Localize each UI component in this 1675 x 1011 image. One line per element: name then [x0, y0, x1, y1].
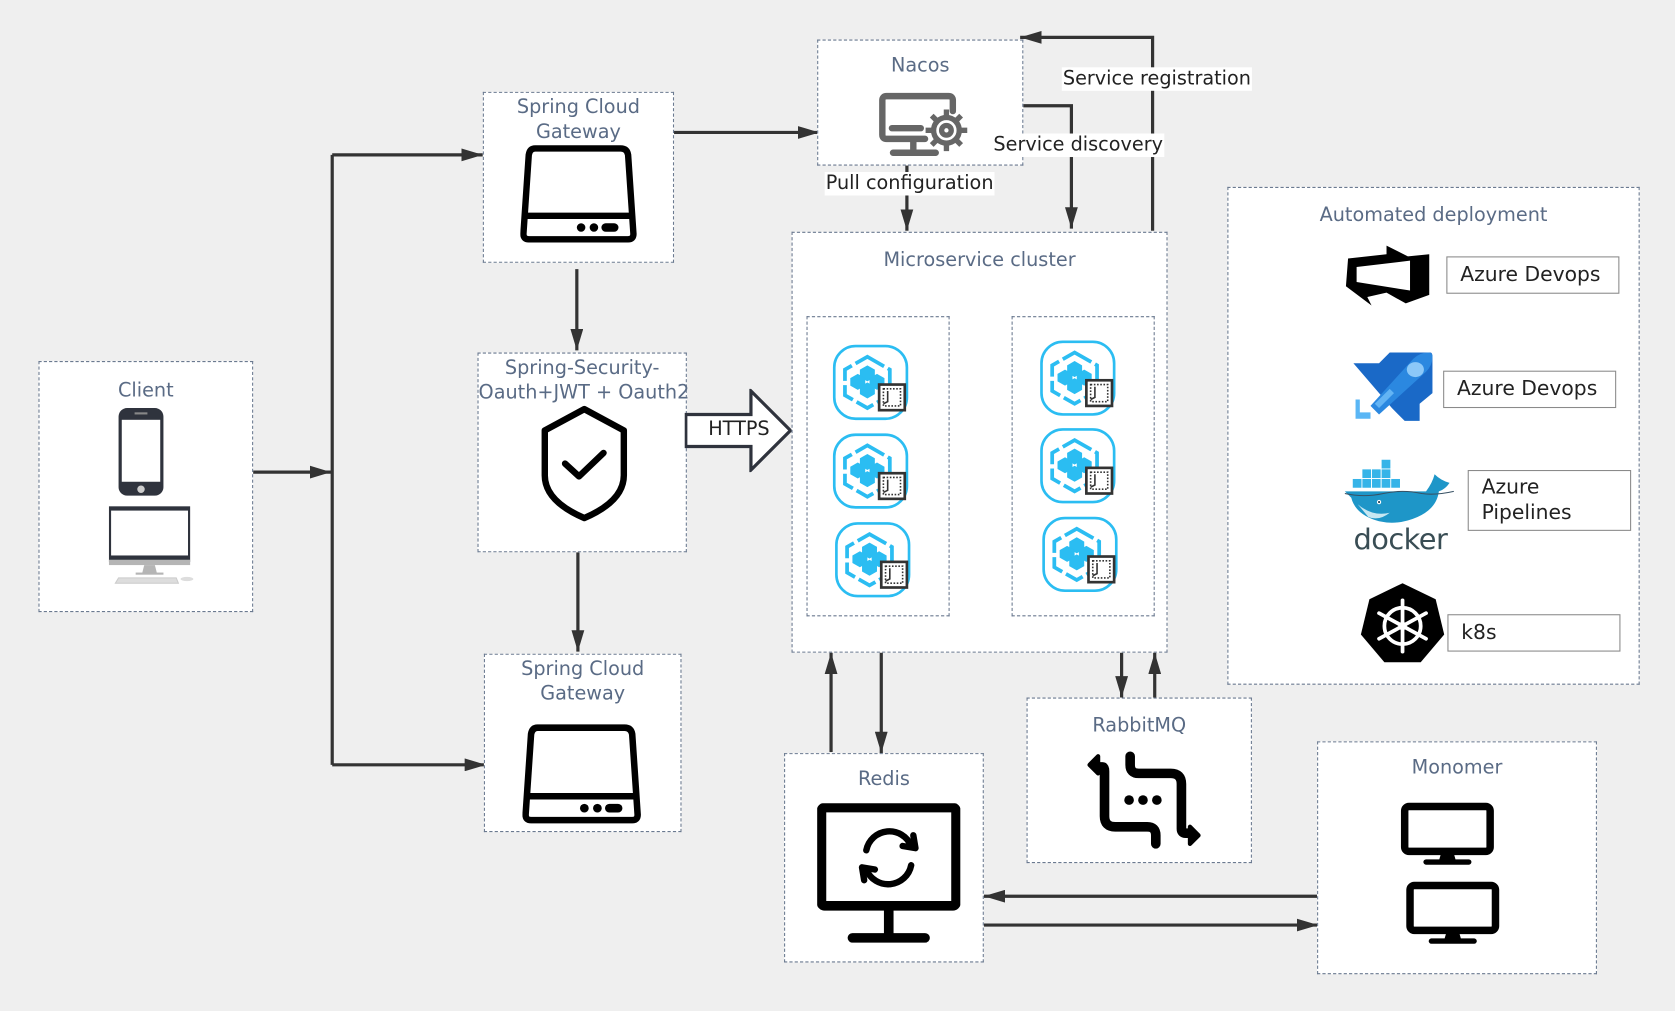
gateway-top-title-line1: Spring Cloud: [516, 96, 640, 119]
azure-devops-icon: [1345, 245, 1430, 306]
deploy-step-3-label: Azure Pipelines: [1467, 470, 1632, 531]
rabbitmq-node[interactable]: RabbitMQ: [1026, 697, 1252, 864]
microservice-instance-icon: [832, 344, 909, 421]
monomer-title: Monomer: [1411, 756, 1503, 779]
deploy-step-3-label-line1: Azure: [1481, 475, 1540, 499]
nacos-title: Nacos: [890, 54, 950, 77]
edge-service-discovery: [1022, 104, 1078, 229]
deploy-step-1-label: Azure Devops: [1446, 256, 1620, 294]
spring-cloud-gateway-bottom-node[interactable]: Spring Cloud Gateway: [483, 653, 682, 833]
redis-title: Redis: [857, 768, 910, 791]
deploy-step-4-label: k8s: [1447, 614, 1621, 652]
deploy-step-2-label: Azure Devops: [1443, 370, 1617, 409]
client-title: Client: [117, 379, 174, 402]
deploy-step-3-label-line2: Pipelines: [1481, 500, 1572, 525]
gateway-bottom-title-line2: Gateway: [540, 682, 626, 706]
spring-cloud-gateway-top-node[interactable]: Spring Cloud Gateway: [482, 91, 675, 263]
gateway-top-title-line2: Gateway: [535, 120, 621, 144]
gateway-bottom-title-line1: Spring Cloud: [521, 658, 645, 681]
shield-check-icon: [541, 405, 628, 522]
message-route-icon: [1087, 751, 1201, 849]
rabbitmq-title: RabbitMQ: [1092, 714, 1187, 738]
docker-icon: docker: [1344, 458, 1454, 555]
azure-pipelines-rocket-icon: [1353, 352, 1433, 421]
monitor-sync-icon: [817, 803, 961, 943]
server-drive-icon: [522, 724, 641, 824]
desktop-monitor-icon: [1400, 802, 1494, 865]
security-title-line1: Spring-Security-: [504, 356, 660, 380]
microservice-instance-icon: [832, 433, 909, 509]
server-drive-icon: [520, 145, 637, 243]
kubernetes-icon: [1360, 583, 1445, 663]
spring-security-node[interactable]: Spring-Security- Oauth+JWT + Oauth2: [477, 352, 690, 553]
https-label: HTTPS: [708, 417, 770, 441]
nacos-node[interactable]: Nacos: [817, 39, 1024, 166]
deployment-title: Automated deployment: [1319, 204, 1548, 227]
redis-node[interactable]: Redis: [784, 753, 984, 963]
edge-service-registration: [1020, 30, 1155, 231]
monitor-settings-icon: [879, 92, 968, 156]
microservice-instance-icon: [1040, 340, 1116, 416]
service-registration-label: Service registration: [1061, 67, 1253, 91]
microservice-instance-icon: [1040, 428, 1116, 504]
desktop-computer-icon: [108, 506, 194, 584]
https-arrow: HTTPS: [684, 388, 794, 473]
smartphone-icon: [118, 408, 164, 496]
pull-configuration-label: Pull configuration: [824, 171, 995, 196]
docker-wordmark: docker: [1353, 522, 1448, 555]
monomer-node[interactable]: Monomer: [1317, 741, 1597, 975]
desktop-monitor-icon: [1406, 881, 1500, 944]
https-arrow-shape: [684, 388, 793, 473]
microservice-instance-icon: [1042, 516, 1118, 593]
cluster-title: Microservice cluster: [883, 248, 1076, 272]
microservice-instance-icon: [835, 522, 911, 598]
client-node[interactable]: Client: [38, 361, 254, 613]
security-title-line2: Oauth+JWT + Oauth2: [478, 381, 690, 404]
service-discovery-label: Service discovery: [992, 133, 1165, 158]
